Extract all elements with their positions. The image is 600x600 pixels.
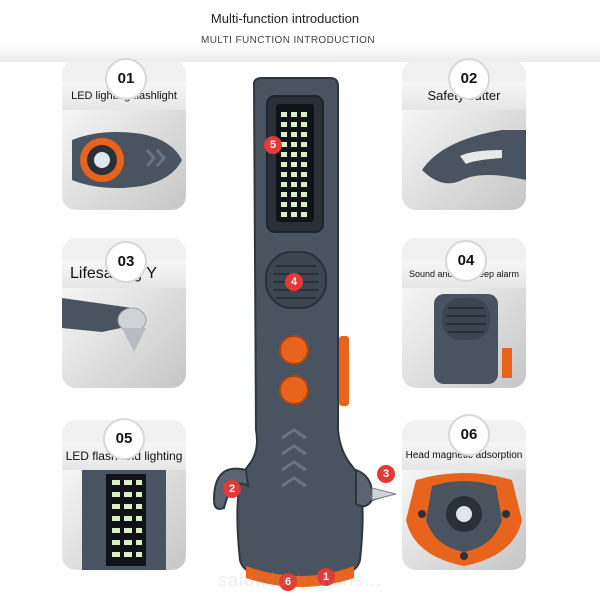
- header-band: [0, 0, 600, 62]
- flashlight-head-icon: [62, 110, 186, 210]
- feature-number-01: 01: [105, 58, 147, 100]
- callout-5: 5: [264, 136, 282, 154]
- callout-2: 2: [223, 480, 241, 498]
- callout-3: 3: [377, 465, 395, 483]
- feature-number-06: 06: [448, 414, 490, 456]
- watermark: salutillustrations...: [217, 570, 383, 590]
- feature-number-02: 02: [448, 58, 490, 100]
- feature-card-lifesaving: Lifesaving Y: [62, 238, 186, 388]
- callout-6: 6: [279, 573, 297, 591]
- callout-4: 4: [285, 273, 303, 291]
- speaker-grille-icon: [402, 288, 526, 388]
- page-title: Multi-function introduction: [210, 11, 360, 26]
- page-subtitle: MULTI FUNCTION INTRODUCTION: [201, 35, 375, 46]
- feature-number-05: 05: [103, 418, 145, 460]
- magnet-base-icon: [402, 470, 526, 570]
- callout-1: 1: [317, 568, 335, 586]
- feature-number-03: 03: [105, 241, 147, 283]
- seatbelt-cutter-icon: [402, 110, 526, 210]
- led-grid: [281, 112, 307, 217]
- feature-number-04: 04: [445, 240, 487, 282]
- led-panel-icon: [62, 470, 186, 570]
- window-breaker-icon: [62, 288, 186, 388]
